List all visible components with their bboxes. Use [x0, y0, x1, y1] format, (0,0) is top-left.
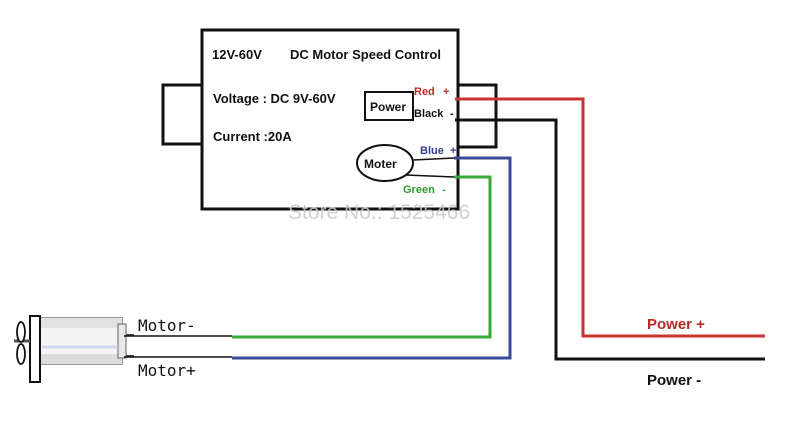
- controller-voltage: Voltage : DC 9V-60V: [213, 91, 336, 106]
- motor-plus-label: Motor+: [138, 361, 196, 380]
- terminal-green-label: Green: [403, 184, 435, 196]
- power-input-label: Power: [370, 100, 406, 114]
- black-power-minus-wire: [455, 118, 765, 361]
- power-plus-label: Power +: [647, 316, 705, 333]
- blue-motor-plus-wire: [232, 156, 512, 360]
- left-mounting-tab: [161, 83, 204, 146]
- terminal-red-label: Red: [414, 86, 435, 98]
- terminal-blue-sign: +: [450, 145, 456, 157]
- motor-minus-label: Motor-: [138, 316, 196, 335]
- moter-green-connector: [405, 174, 455, 178]
- controller-range: 12V-60V: [212, 47, 262, 62]
- terminal-black-label: Black: [414, 108, 444, 120]
- moter-blue-connector: [412, 157, 455, 161]
- power-minus-label: Power -: [647, 372, 701, 389]
- store-watermark: Store No.: 1525466: [288, 201, 470, 224]
- terminal-black-sign: -: [450, 108, 454, 120]
- moter-output-ellipse: [356, 144, 414, 182]
- dc-motor-illustration: [14, 315, 134, 383]
- terminal-green-sign: -: [442, 184, 446, 196]
- terminal-blue-label: Blue: [420, 145, 444, 157]
- controller-title: DC Motor Speed Control: [290, 47, 441, 62]
- right-terminal-block: [456, 83, 498, 149]
- terminal-red-sign: +: [443, 86, 449, 98]
- moter-output-label: Moter: [364, 157, 397, 171]
- red-power-plus-wire: [455, 97, 765, 338]
- green-motor-minus-wire: [232, 175, 492, 339]
- controller-current: Current :20A: [213, 129, 292, 144]
- power-input-box: [364, 91, 414, 121]
